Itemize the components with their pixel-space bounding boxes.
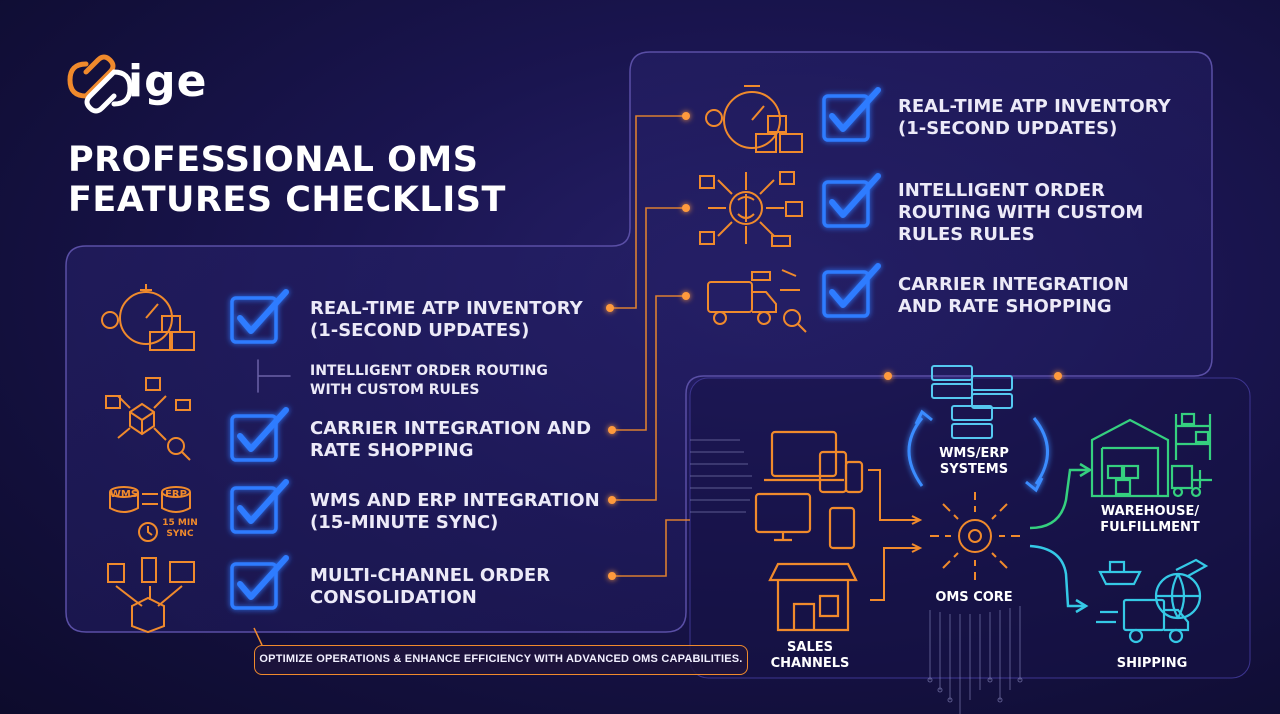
- left-item-wms-erp: WMS AND ERP INTEGRATION (15-MINUTE SYNC): [310, 490, 600, 533]
- warehouse-fulfillment-label: WAREHOUSE/ FULFILLMENT: [1100, 504, 1200, 535]
- stopwatch-inventory-icon: [101, 284, 195, 351]
- right-item-atp: REAL-TIME ATP INVENTORY (1-SECOND UPDATE…: [898, 96, 1171, 139]
- right-item-carrier: CARRIER INTEGRATION AND RATE SHOPPING: [898, 274, 1129, 317]
- circuit-lines: [690, 439, 1023, 714]
- wms-erp-systems-label: WMS/ERP SYSTEMS: [939, 446, 1009, 477]
- multichannel-icon: [107, 557, 195, 634]
- page-title-line-2: FEATURES CHECKLIST: [68, 180, 506, 220]
- oms-core-gear-icon: [930, 492, 1020, 580]
- shipping-flow-arrow: [1029, 544, 1089, 614]
- warehouse-flow-arrow: [1029, 462, 1093, 530]
- ai-routing-icon: [699, 171, 803, 247]
- brand-logo-text: ige: [128, 56, 208, 107]
- connector-lines: [610, 115, 690, 577]
- left-item-carrier: CARRIER INTEGRATION AND RATE SHOPPING: [310, 418, 592, 461]
- shipping-icon: [1096, 558, 1209, 644]
- left-item-atp: REAL-TIME ATP INVENTORY (1-SECOND UPDATE…: [310, 298, 583, 341]
- sales-channels-icon: [754, 430, 864, 632]
- carrier-truck-icon: [707, 269, 807, 333]
- connector-dots: [606, 112, 1062, 580]
- wms-icon-label: WMS: [109, 489, 139, 500]
- sync-arrows: [907, 409, 1049, 493]
- erp-icon-label: ERP: [165, 489, 187, 500]
- wms-erp-sync-icon: [109, 486, 191, 542]
- page-title-line-1: PROFESSIONAL OMS: [68, 140, 479, 180]
- sales-channels-label: SALES CHANNELS: [770, 640, 850, 671]
- left-item-multichannel: MULTI-CHANNEL ORDER CONSOLIDATION: [310, 565, 551, 608]
- server-stack-icon: [931, 365, 1013, 439]
- routing-hub-icon: [105, 377, 191, 461]
- right-item-routing: INTELLIGENT ORDER ROUTING WITH CUSTOM RU…: [898, 180, 1144, 245]
- footer-banner: OPTIMIZE OPERATIONS & ENHANCE EFFICIENCY…: [254, 645, 748, 675]
- right-stopwatch-icon: [705, 85, 803, 153]
- warehouse-icon: [1090, 412, 1212, 498]
- shipping-label: SHIPPING: [1116, 656, 1188, 671]
- left-panel: [65, 51, 1213, 633]
- left-item-routing: INTELLIGENT ORDER ROUTING WITH CUSTOM RU…: [310, 363, 548, 398]
- sync-icon-label: 15 MIN SYNC: [162, 518, 198, 539]
- left-checkboxes: [230, 87, 881, 610]
- logo-icon: [67, 54, 133, 114]
- oms-core-label: OMS CORE: [935, 590, 1013, 605]
- sales-flow-arrows: [868, 469, 923, 601]
